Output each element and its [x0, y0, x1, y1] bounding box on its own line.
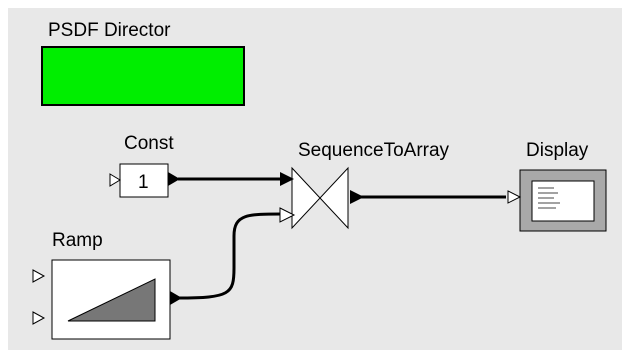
sequence-to-array-icon — [291, 166, 349, 230]
display-screen — [531, 180, 595, 222]
ramp-label: Ramp — [52, 230, 103, 251]
sequence-to-array-output-port[interactable] — [350, 190, 364, 204]
diagram-canvas: PSDF Director Const Ramp SequenceToArray… — [8, 8, 622, 350]
ramp-actor[interactable] — [32, 259, 182, 340]
const-input-port[interactable] — [109, 173, 121, 187]
ramp-input-port-2[interactable] — [32, 311, 46, 325]
const-output-port[interactable] — [168, 172, 180, 186]
diagram-graphics: 1 — [32, 163, 607, 340]
sequence-to-array-input-port-2[interactable] — [279, 207, 296, 223]
display-text-lines-icon — [538, 187, 560, 209]
sequence-to-array-actor[interactable] — [279, 166, 364, 230]
const-value: 1 — [138, 172, 149, 193]
display-actor[interactable] — [507, 169, 607, 232]
sequence-to-array-label: SequenceToArray — [298, 140, 450, 161]
const-label: Const — [124, 133, 174, 154]
director-label: PSDF Director — [48, 20, 171, 41]
wire-ramp-to-sequence[interactable] — [177, 212, 283, 300]
display-input-port[interactable] — [507, 190, 522, 204]
ramp-input-port-1[interactable] — [32, 269, 46, 283]
sequence-to-array-input-port[interactable] — [280, 172, 294, 186]
display-label: Display — [526, 140, 589, 161]
ramp-icon — [67, 278, 156, 322]
psdf-director-box[interactable] — [41, 46, 245, 106]
const-actor[interactable]: 1 — [109, 163, 180, 198]
ramp-output-port[interactable] — [170, 291, 182, 305]
